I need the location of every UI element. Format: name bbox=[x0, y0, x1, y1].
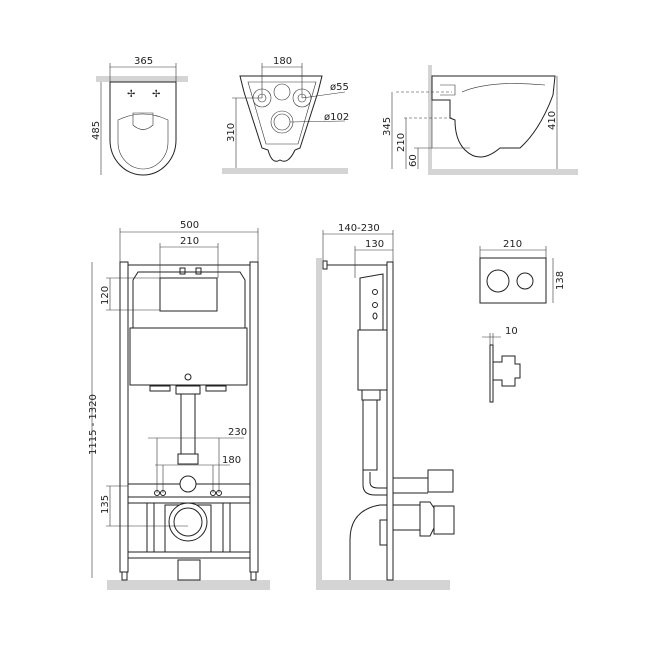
bolt-spacing-outer-label: 230 bbox=[228, 427, 247, 438]
plate-opening-height-label: 120 bbox=[100, 286, 111, 305]
bottom-height-label: 60 bbox=[408, 154, 419, 167]
flush-plate[interactable]: 210 138 10 bbox=[479, 239, 566, 403]
plate-opening bbox=[159, 277, 218, 312]
bowl-side-outline bbox=[431, 75, 556, 158]
depth-label: 130 bbox=[365, 239, 384, 250]
toilet-top-view: ✢ ✢ 365 485 bbox=[91, 56, 188, 176]
floor-bar bbox=[316, 580, 450, 590]
toilet-side-view: 345 210 60 410 bbox=[382, 65, 578, 175]
hole-spacing-label: 180 bbox=[273, 56, 292, 67]
width-label: 365 bbox=[134, 56, 153, 67]
plate-thickness-label: 10 bbox=[505, 326, 518, 337]
wall bbox=[316, 258, 322, 590]
inlet-height-label: 345 bbox=[382, 117, 393, 136]
outlet-diameter-label: ø102 bbox=[324, 112, 349, 123]
wall-bar bbox=[96, 76, 188, 82]
outlet-connector bbox=[433, 505, 455, 535]
flush-pipe bbox=[362, 399, 378, 471]
seat-inner bbox=[132, 112, 154, 130]
fixing-icon: ✢ bbox=[152, 89, 160, 100]
half-flush-button[interactable] bbox=[516, 272, 534, 290]
bowl-back-outline bbox=[239, 75, 323, 162]
outlet-height-label: 210 bbox=[396, 133, 407, 152]
seat-outline bbox=[117, 113, 169, 170]
bolt-spacing-inner-label: 180 bbox=[222, 455, 241, 466]
outlet-hole bbox=[273, 113, 291, 131]
cistern-side bbox=[359, 273, 384, 331]
cistern-body bbox=[357, 329, 388, 391]
cistern-valve bbox=[184, 373, 192, 381]
cistern bbox=[129, 327, 248, 386]
inlet-connector bbox=[427, 469, 454, 493]
outlet-height-label: 310 bbox=[226, 123, 237, 142]
height-range-label: 1115 - 1320 bbox=[88, 394, 99, 455]
inlet-pipe bbox=[440, 84, 456, 96]
flush-plate-side bbox=[489, 344, 494, 403]
pipe-clamp bbox=[179, 475, 197, 493]
frame-side-view: 140-230 130 bbox=[316, 223, 455, 590]
bolt-diameter-label: ø55 bbox=[330, 82, 349, 93]
frame-width-label: 500 bbox=[180, 220, 199, 231]
frame-front-view: 500 210 1115 - 1320 120 230 180 135 bbox=[88, 220, 270, 590]
floor-bar bbox=[428, 169, 578, 175]
plate-height-label: 138 bbox=[555, 271, 566, 290]
wall bbox=[428, 65, 432, 175]
plate-opening-width-label: 210 bbox=[180, 236, 199, 247]
toilet-back-view: 180 ø55 ø102 310 bbox=[222, 56, 349, 174]
total-height-label: 410 bbox=[547, 111, 558, 130]
frame-post-right bbox=[249, 261, 259, 573]
frame-post bbox=[386, 261, 394, 581]
floor-bar bbox=[107, 580, 270, 590]
outlet-offset-label: 135 bbox=[100, 495, 111, 514]
frame-post-left bbox=[119, 261, 129, 573]
fixing-icon: ✢ bbox=[127, 89, 135, 100]
floor-bar bbox=[222, 168, 348, 174]
flush-plate-front[interactable] bbox=[479, 257, 547, 304]
toilet-bowl-outline bbox=[109, 81, 177, 176]
length-label: 485 bbox=[91, 121, 102, 140]
inlet-hole bbox=[273, 83, 291, 101]
flush-pipe bbox=[180, 393, 196, 455]
full-flush-button[interactable] bbox=[486, 269, 510, 293]
plate-width-label: 210 bbox=[503, 239, 522, 250]
depth-range-label: 140-230 bbox=[338, 223, 380, 234]
